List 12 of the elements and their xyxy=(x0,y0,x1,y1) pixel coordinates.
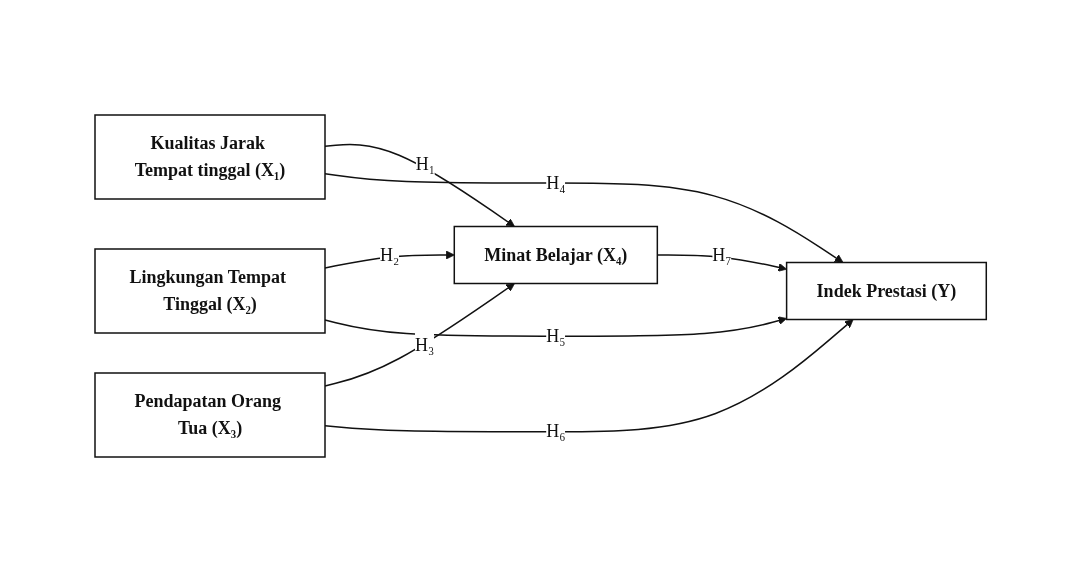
edge-label: H₁ xyxy=(416,153,436,174)
edge-label: H₆ xyxy=(546,420,566,441)
node-box: Kualitas Jarak Tempat tinggal (X₁) xyxy=(94,113,327,200)
node-box: Indek Prestasi (Y) xyxy=(786,261,988,320)
edge-label: H₃ xyxy=(415,334,435,355)
edge-label: H₇ xyxy=(712,244,732,264)
edge-label: H₅ xyxy=(546,325,566,346)
edge-label: H₄ xyxy=(546,172,566,192)
node-box: Pendapatan Orang Tua (X₃) xyxy=(94,371,327,458)
node-box: Minat Belajar (X₄) xyxy=(453,225,659,284)
node-box: Lingkungan Tempat Tinggal (X₂) xyxy=(94,247,327,334)
edge-label: H₂ xyxy=(380,244,400,264)
